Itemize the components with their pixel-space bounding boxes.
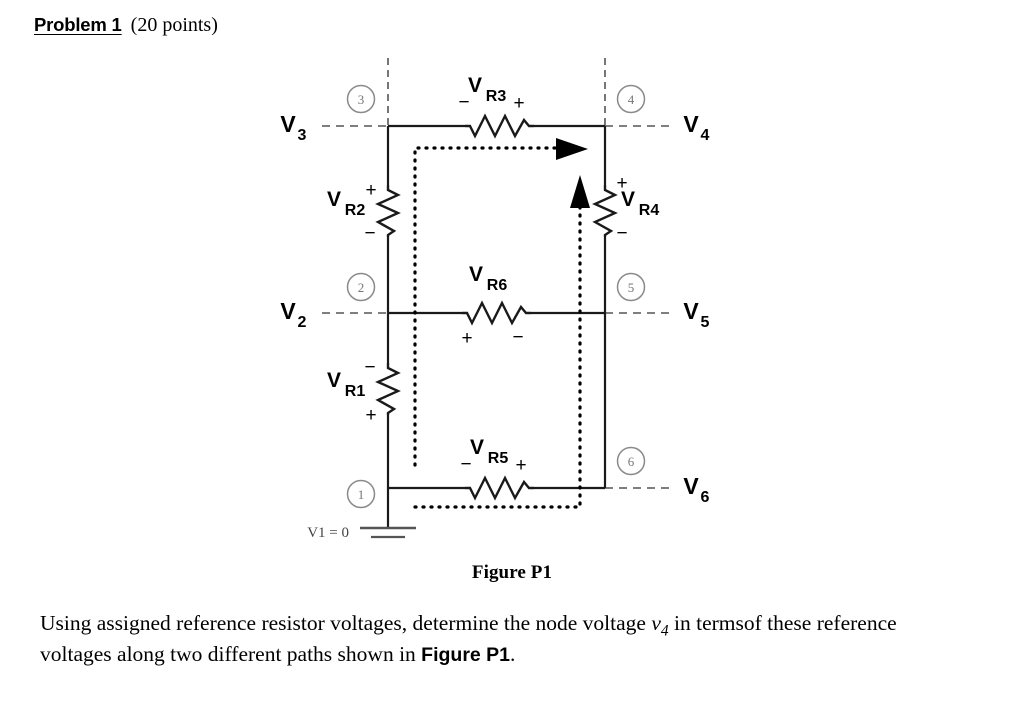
node-voltage-v5-label: V 5 <box>683 298 709 331</box>
question-variable-subscript: 4 <box>660 622 669 640</box>
node-marker-5: 5 <box>616 272 646 302</box>
svg-text:V: V <box>327 369 341 392</box>
svg-text:6: 6 <box>701 489 710 506</box>
svg-text:R6: R6 <box>487 277 508 294</box>
problem-title-text: Problem 1 <box>34 14 122 35</box>
svg-text:R5: R5 <box>488 450 509 467</box>
svg-text:R4: R4 <box>639 202 660 219</box>
svg-text:4: 4 <box>701 127 710 144</box>
path-2-arrowhead <box>570 175 590 208</box>
svg-text:V: V <box>280 111 296 137</box>
svg-text:V: V <box>280 298 296 324</box>
resistor-label-r3: V R3 <box>468 74 506 105</box>
problem-points-text: (20 points) <box>130 14 218 36</box>
node-voltage-v4-label: V 4 <box>683 111 709 144</box>
node-marker-6-label: 6 <box>628 454 635 469</box>
polarity-r3-minus: − <box>458 92 469 113</box>
resistor-r5-symbol <box>465 475 534 501</box>
resistor-label-r1: V R1 <box>327 369 365 400</box>
question-line2-part-b: . <box>510 642 516 667</box>
node-marker-2-label: 2 <box>358 280 365 295</box>
polarity-r6-plus: + <box>461 328 472 349</box>
question-variable-v: v <box>651 611 661 635</box>
svg-text:R2: R2 <box>345 202 366 219</box>
svg-text:V: V <box>469 263 483 286</box>
ground-label: V1 = 0 <box>307 525 349 541</box>
polarity-r5-minus: − <box>460 454 471 475</box>
question-line1-part-b: in terms <box>668 611 744 635</box>
resistor-r2-symbol <box>375 185 401 237</box>
polarity-r4-plus: + <box>616 173 627 194</box>
node-marker-5-label: 5 <box>628 280 635 295</box>
node-voltage-v3-label: V 3 <box>280 111 306 144</box>
polarity-r3-plus: + <box>513 93 524 114</box>
node-marker-4-label: 4 <box>628 92 635 107</box>
question-text: Using assigned reference resistor voltag… <box>40 610 960 669</box>
dotted-path-1 <box>413 146 568 467</box>
resistor-label-r4: V R4 <box>621 188 659 219</box>
resistor-r1-symbol <box>375 363 401 415</box>
node-voltage-v6-label: V 6 <box>683 473 709 506</box>
page-title: Problem 1 (20 points) <box>34 14 218 37</box>
svg-text:V: V <box>683 473 699 499</box>
resistor-r4-symbol <box>592 185 618 237</box>
question-line2-part-a: of these reference voltages along two di… <box>40 611 897 667</box>
resistor-r3-symbol <box>465 113 534 139</box>
svg-text:V: V <box>683 111 699 137</box>
resistor-label-r5: V R5 <box>470 436 508 467</box>
node-marker-1-label: 1 <box>358 487 365 502</box>
node-marker-3-label: 3 <box>358 92 365 107</box>
svg-text:V: V <box>470 436 484 459</box>
resistor-label-r6: V R6 <box>469 263 507 294</box>
node-marker-3: 3 <box>346 84 376 114</box>
path-1-arrowhead <box>556 138 588 160</box>
svg-text:V: V <box>468 74 482 97</box>
polarity-r5-plus: + <box>515 455 526 476</box>
circuit-figure: 3 4 2 5 6 1 V 3 V 4 V 2 V 5 V 6 V <box>280 58 710 541</box>
question-line1-part-a: Using assigned reference resistor voltag… <box>40 611 652 635</box>
svg-text:3: 3 <box>298 127 307 144</box>
node-marker-6: 6 <box>616 446 646 476</box>
node-marker-2: 2 <box>346 272 376 302</box>
node-marker-1: 1 <box>346 479 376 509</box>
svg-text:2: 2 <box>298 314 307 331</box>
polarity-r6-minus: − <box>512 327 523 348</box>
polarity-r2-minus: − <box>364 223 375 244</box>
figure-caption: Figure P1 <box>471 562 553 583</box>
dotted-path-2 <box>413 198 582 509</box>
polarity-r1-minus: − <box>364 357 375 378</box>
svg-text:R1: R1 <box>345 383 366 400</box>
polarity-r4-minus: − <box>616 223 627 244</box>
svg-text:V: V <box>327 188 341 211</box>
question-figure-ref: Figure P1 <box>421 644 511 667</box>
svg-text:R3: R3 <box>486 88 507 105</box>
resistor-r6-symbol <box>462 300 531 326</box>
svg-text:V: V <box>621 188 635 211</box>
resistor-label-r2: V R2 <box>327 188 365 219</box>
svg-text:V: V <box>683 298 699 324</box>
node-voltage-v2-label: V 2 <box>280 298 306 331</box>
node-marker-4: 4 <box>616 84 646 114</box>
svg-text:5: 5 <box>701 314 710 331</box>
polarity-r2-plus: + <box>365 180 376 201</box>
polarity-r1-plus: + <box>365 405 376 426</box>
